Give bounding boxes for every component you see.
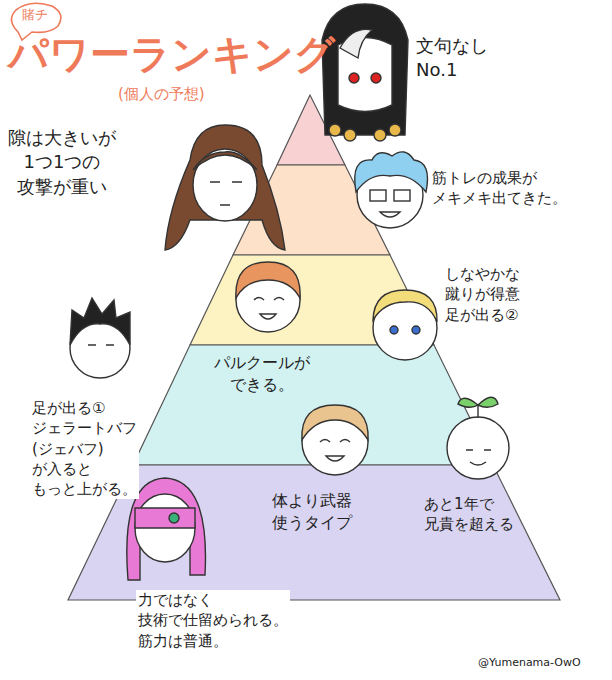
note-label: 力ではなく 技術で仕留められる。 筋力は普通。: [136, 590, 290, 651]
note-label: 足が出る① ジェラートバフ (ジェバフ)が入ると もっと上がる。: [30, 398, 139, 499]
note-label: 賭チ: [22, 8, 48, 22]
note-label: 文句なし No.1: [416, 34, 488, 83]
note-label: あと1年で 兄貴を超える: [424, 494, 514, 535]
note-label: 体より武器 使うタイプ: [272, 490, 352, 533]
note-label: 筋トレの成果が メキメキ出てきた。: [432, 168, 567, 209]
note-label: しなやかな 蹴りが得意 足が出る②: [445, 264, 520, 325]
note-label: (個人の予想): [118, 84, 205, 104]
title: パワーランキング: [8, 32, 335, 76]
note-label: 隙は大きいが 1つ1つの 攻撃が重い: [8, 126, 116, 199]
note-label: パルクールが できる。: [214, 352, 310, 395]
watermark: @Yumenama-OwO: [478, 656, 581, 671]
